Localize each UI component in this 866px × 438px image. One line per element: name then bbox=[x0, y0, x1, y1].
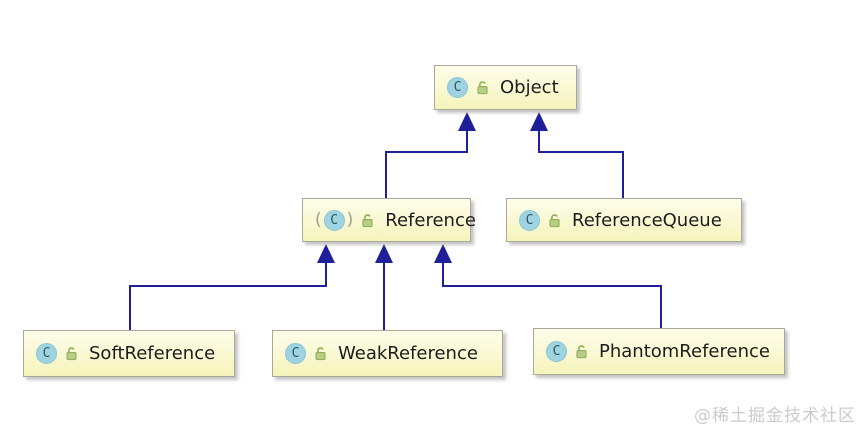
edge-weakreference-to-reference-arrowhead bbox=[375, 244, 393, 263]
class-node-object[interactable]: C Object bbox=[434, 65, 577, 110]
class-name-label: PhantomReference bbox=[599, 341, 770, 362]
edge-reference-to-object bbox=[385, 129, 468, 198]
edge-phantomreference-to-reference-arrowhead bbox=[434, 244, 452, 263]
edge-phantomreference-to-reference bbox=[442, 261, 662, 328]
class-icon: C bbox=[447, 77, 468, 98]
class-name-label: SoftReference bbox=[89, 343, 216, 364]
lock-open-icon bbox=[362, 213, 373, 227]
class-node-softreference[interactable]: C SoftReference bbox=[23, 330, 235, 377]
class-icon: C bbox=[285, 343, 306, 364]
edge-referencequeue-to-object bbox=[538, 129, 624, 198]
edge-softreference-to-reference bbox=[129, 261, 327, 330]
class-name-label: Object bbox=[500, 77, 559, 98]
class-node-phantomreference[interactable]: C PhantomReference bbox=[533, 328, 785, 375]
lock-open-icon bbox=[315, 347, 326, 361]
class-icon: C bbox=[546, 341, 567, 362]
lock-open-icon bbox=[477, 81, 488, 95]
class-node-referencequeue[interactable]: C ReferenceQueue bbox=[506, 198, 742, 242]
abstract-class-icon: C bbox=[323, 209, 345, 231]
edge-softreference-to-reference-arrowhead bbox=[317, 244, 335, 263]
class-icon: C bbox=[36, 343, 57, 364]
class-name-label: Reference bbox=[385, 209, 476, 231]
watermark: @稀土掘金技术社区 bbox=[694, 406, 856, 426]
class-name-label: WeakReference bbox=[338, 343, 478, 364]
class-node-weakreference[interactable]: C WeakReference bbox=[272, 330, 503, 377]
lock-open-icon bbox=[576, 345, 587, 359]
abstract-paren-icon: ) bbox=[346, 209, 354, 230]
class-node-reference[interactable]: ( C ) Reference bbox=[302, 198, 476, 242]
abstract-paren-icon: ( bbox=[315, 209, 322, 230]
class-name-label: ReferenceQueue bbox=[572, 209, 722, 231]
edge-referencequeue-to-object-arrowhead bbox=[530, 112, 548, 131]
lock-open-icon bbox=[66, 347, 77, 361]
lock-open-icon bbox=[549, 213, 560, 227]
edge-reference-to-object-arrowhead bbox=[458, 112, 476, 131]
class-icon: C bbox=[519, 209, 540, 231]
